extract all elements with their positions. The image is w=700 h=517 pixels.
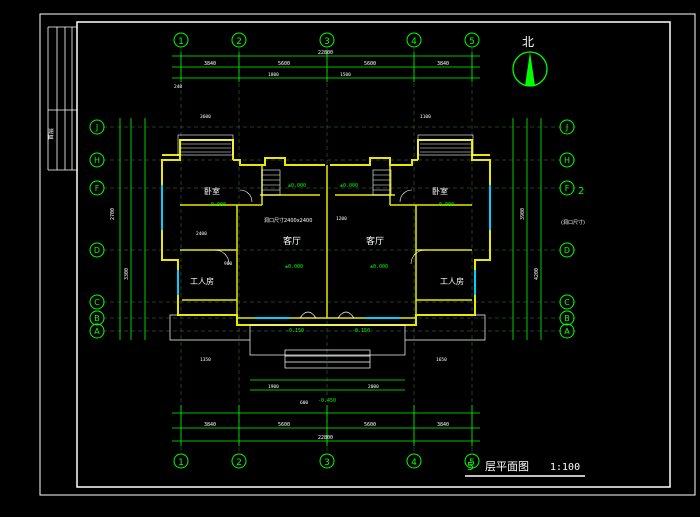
exterior-walls bbox=[161, 139, 491, 326]
col-bot-5: 5 bbox=[469, 458, 475, 468]
elev-hall-right: ±0.000 bbox=[340, 183, 358, 189]
col-top-5: 5 bbox=[469, 37, 475, 47]
right-dim-b: 4200 bbox=[534, 268, 540, 280]
dim-note-2: 3600 bbox=[200, 114, 211, 120]
drawing-number: 5 bbox=[467, 460, 474, 473]
col-top-4: 4 bbox=[411, 37, 417, 47]
row-right-B: B bbox=[564, 314, 570, 323]
dim-note-10: 1900 bbox=[268, 384, 279, 390]
f2-mark: 2 bbox=[578, 186, 584, 197]
room-bedroom-left: 卧室 bbox=[204, 186, 220, 196]
bottom-dim-2: 5600 bbox=[364, 422, 376, 428]
left-dim-a: 2700 bbox=[110, 208, 116, 220]
room-living-right: 客厅 bbox=[366, 235, 384, 247]
door-swings bbox=[214, 189, 426, 265]
bottom-dim-3: 3840 bbox=[437, 422, 449, 428]
dim-note-9: 1650 bbox=[436, 357, 447, 363]
column-bubbles-bottom bbox=[173, 453, 480, 469]
north-label: 北 bbox=[522, 35, 534, 49]
grid-lines bbox=[103, 48, 577, 452]
sheet-inner-border bbox=[76, 21, 671, 488]
row-left-B: B bbox=[94, 314, 100, 323]
room-living-left: 客厅 bbox=[283, 235, 301, 247]
top-dim-3: 3840 bbox=[437, 61, 449, 67]
elev-bedroom-right: -0.000 bbox=[436, 202, 454, 208]
col-bot-4: 4 bbox=[411, 458, 417, 468]
bottom-dim-0: 3840 bbox=[204, 422, 216, 428]
balconies bbox=[177, 134, 474, 156]
elev-bedroom-left: -0.000 bbox=[208, 202, 226, 208]
room-bedroom-right: 卧室 bbox=[432, 186, 448, 196]
north-arrow bbox=[512, 51, 548, 87]
elev-hall-left: ±0.000 bbox=[288, 183, 306, 189]
elev-living-left: ±0.000 bbox=[285, 264, 303, 270]
dim-note-7: 900 bbox=[224, 261, 232, 267]
row-right-A: A bbox=[564, 327, 570, 336]
dim-note-5: 2400 bbox=[196, 231, 207, 237]
title-block-text: 首层 bbox=[47, 128, 55, 140]
dim-note-12: 1100 bbox=[420, 114, 431, 120]
row-right-C: C bbox=[564, 298, 570, 307]
entry-porch bbox=[169, 311, 486, 369]
top-dim-1: 5600 bbox=[278, 61, 290, 67]
col-bot-2: 2 bbox=[236, 458, 242, 468]
col-top-2: 2 bbox=[236, 37, 242, 47]
side-dimensions bbox=[119, 118, 542, 340]
elev-living-right: ±0.000 bbox=[370, 264, 388, 270]
top-dim-labels: 3840 5600 5600 3840 bbox=[204, 61, 449, 67]
col-top-3: 3 bbox=[324, 37, 330, 47]
opening-note: 洞口尺寸2400x2400 bbox=[264, 217, 312, 224]
row-left-H: H bbox=[94, 156, 100, 165]
row-right-J: J bbox=[565, 123, 568, 132]
col-bot-3: 3 bbox=[324, 458, 330, 468]
bottom-dimensions bbox=[172, 379, 480, 446]
row-left-F: F bbox=[95, 184, 100, 193]
dim-note-1: 240 bbox=[174, 84, 182, 90]
elev-porch-right: -0.150 bbox=[352, 328, 370, 334]
row-bubbles-right bbox=[559, 119, 575, 339]
stairs bbox=[261, 169, 392, 196]
dim-note-8: 1350 bbox=[200, 357, 211, 363]
room-work-right: 工人房 bbox=[440, 276, 464, 286]
column-bubbles-top bbox=[173, 32, 480, 48]
side-note: (洞口尺寸) bbox=[561, 219, 585, 226]
top-dimensions bbox=[172, 52, 480, 82]
row-right-D: D bbox=[564, 246, 570, 255]
room-work-left: 工人房 bbox=[190, 276, 214, 286]
bottom-dim-labels: 3840 5600 5600 3840 22800 bbox=[204, 422, 449, 441]
drawing-title: 层平面图 bbox=[485, 460, 529, 473]
elev-entry: -0.450 bbox=[318, 398, 336, 404]
top-dim-0: 3840 bbox=[204, 61, 216, 67]
dim-note-13: 600 bbox=[300, 400, 308, 406]
left-dim-b: 3300 bbox=[124, 268, 130, 280]
col-top-1: 1 bbox=[178, 37, 184, 47]
windows bbox=[161, 185, 491, 319]
dim-note-11: 2000 bbox=[368, 384, 379, 390]
row-left-D: D bbox=[94, 246, 100, 255]
elev-porch-left: -0.150 bbox=[286, 328, 304, 334]
row-left-A: A bbox=[94, 327, 100, 336]
sheet-outer-border bbox=[39, 13, 696, 496]
row-right-H: H bbox=[564, 156, 570, 165]
row-right-F: F bbox=[565, 184, 570, 193]
row-left-J: J bbox=[95, 123, 98, 132]
dim-note-4: 1500 bbox=[340, 72, 351, 78]
top-dim-2: 5600 bbox=[364, 61, 376, 67]
side-dim-labels: 2700 3300 3900 4200 bbox=[110, 208, 540, 280]
dim-note-3: 1800 bbox=[268, 72, 279, 78]
top-total-dim: 22800 bbox=[318, 50, 333, 56]
right-dim-a: 3900 bbox=[520, 208, 526, 220]
row-left-C: C bbox=[94, 298, 100, 307]
bottom-total-dim: 22800 bbox=[318, 435, 333, 441]
bottom-dim-1: 5600 bbox=[278, 422, 290, 428]
col-bot-1: 1 bbox=[178, 458, 184, 468]
row-bubbles-left bbox=[89, 119, 105, 339]
dim-note-6: 1200 bbox=[336, 216, 347, 222]
title-block-strip bbox=[47, 26, 77, 171]
drawing-scale: 1:100 bbox=[550, 462, 580, 473]
